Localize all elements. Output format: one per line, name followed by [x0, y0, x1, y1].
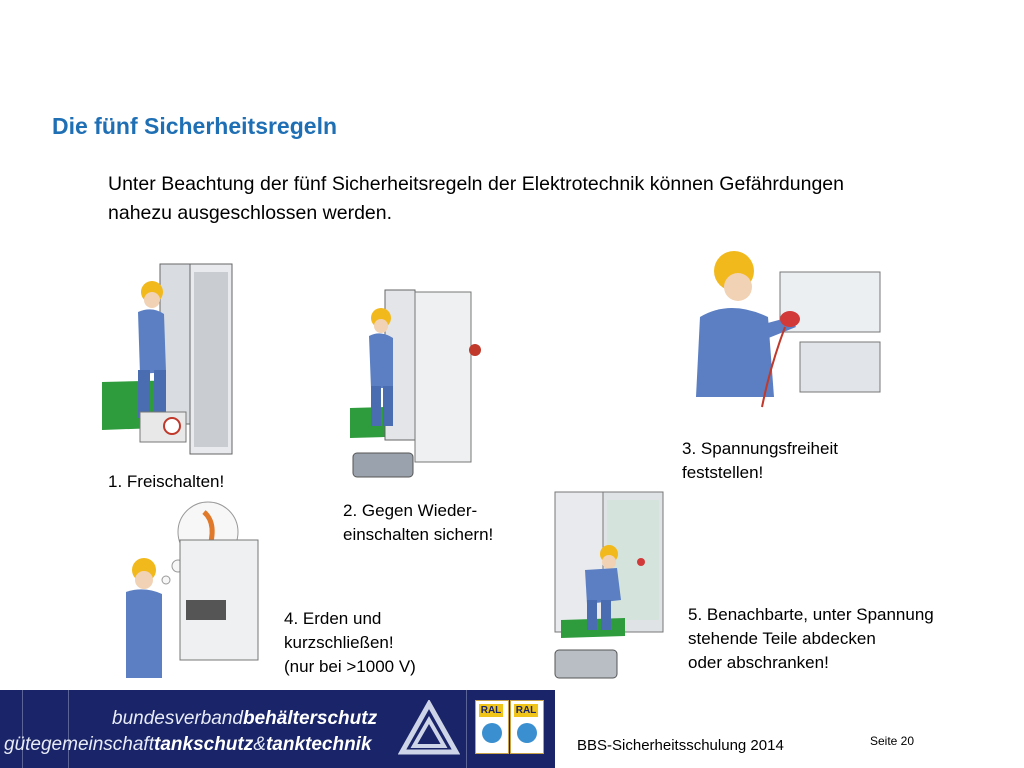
rule-3-caption: 3. Spannungsfreiheit feststellen!	[682, 437, 838, 485]
illustration-grounding	[126, 501, 259, 678]
bbs-logo-icon	[398, 700, 460, 755]
rule-4-line: kurzschließen!	[284, 633, 394, 652]
event-name: BBS-Sicherheitsschulung 2014	[577, 737, 784, 754]
illustration-cover-live-parts	[554, 491, 664, 679]
footer-logo-bar: bundesverbandbehälterschutz gütegemeinsc…	[0, 690, 555, 768]
rule-1-line: 1. Freischalten!	[108, 472, 225, 491]
page-number: Seite 20	[870, 734, 915, 748]
rule-5-line: stehende Teile abdecken	[688, 629, 876, 648]
rule-3-line: feststellen!	[682, 463, 764, 482]
rule-3-line: 3. Spannungsfreiheit	[682, 439, 838, 458]
intro-text: Unter Beachtung der fünf Sicherheitsrege…	[108, 173, 844, 224]
rule-2-caption: 2. Gegen Wieder- einschalten sichern!	[343, 499, 493, 547]
rule-5-line: 5. Benachbarte, unter Spannung	[688, 605, 934, 624]
page-title: Die fünf Sicherheitsregeln	[52, 113, 338, 139]
rule-4-line: 4. Erden und	[284, 609, 382, 628]
rule-5-line: oder abschranken!	[688, 653, 829, 672]
illustration-voltage-test	[696, 251, 881, 408]
ral-badge-tankschutz: RAL	[475, 700, 509, 754]
rule-2-line: einschalten sichern!	[343, 525, 494, 544]
ral-badge-tanktechnik: RAL	[510, 700, 544, 754]
illustration-lockout	[350, 289, 481, 478]
rule-1-caption: 1. Freischalten!	[108, 470, 224, 494]
rule-4-caption: 4. Erden und kurzschließen! (nur bei >10…	[284, 607, 416, 679]
logo-line-2: gütegemeinschafttankschutz&tanktechnik	[4, 734, 372, 755]
rule-5-caption: 5. Benachbarte, unter Spannung stehende …	[688, 603, 934, 675]
logo-line-1: bundesverbandbehälterschutz	[112, 708, 378, 729]
rule-2-line: 2. Gegen Wieder-	[343, 501, 478, 520]
illustration-switch-off	[102, 263, 233, 455]
rule-4-line: (nur bei >1000 V)	[284, 657, 416, 676]
